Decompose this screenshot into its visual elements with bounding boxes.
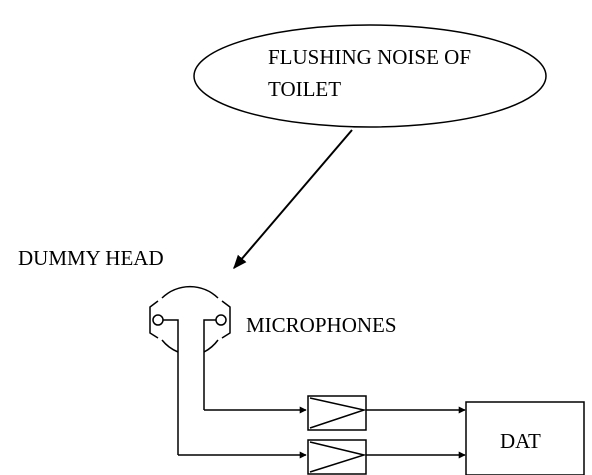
dat-recorder-box [465,401,585,475]
dummy-head-lower-arc-right [203,339,219,353]
noise-source-label-line1: FLUSHING NOISE OF [268,45,471,69]
right-mic-cable [203,319,216,410]
sound-path-arrow [233,129,353,270]
left-microphone-icon [152,314,164,326]
amplifier-lower [307,439,367,475]
dummy-head-outline [161,285,219,299]
dat-recorder-label: DAT [500,429,541,453]
amplifier-upper [307,395,367,431]
dummy-head-label: DUMMY HEAD [18,246,164,270]
noise-source-label-line2: TOILET [268,77,341,101]
left-mic-cable [163,319,179,455]
right-ear-bracket [221,300,231,339]
noise-source-label: FLUSHING NOISE OF TOILET [268,45,476,101]
dummy-head-lower-arc [161,339,179,353]
noise-source-ellipse [193,24,547,128]
left-ear-bracket [149,300,159,339]
microphones-label: MICROPHONES [246,313,397,337]
right-microphone-icon [215,314,227,326]
